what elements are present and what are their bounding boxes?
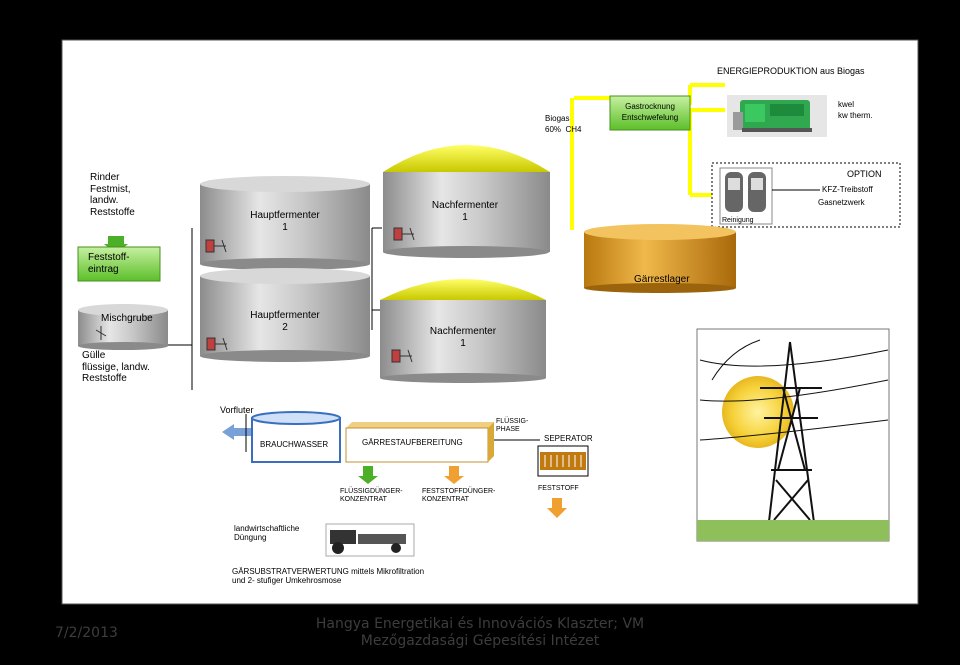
gas-generator-icon: [727, 95, 827, 137]
gaerrestlager-tank: [584, 224, 736, 293]
mischgrube-tank: [78, 304, 168, 350]
hauptfermenter-2-tank: [200, 268, 370, 362]
mixer-icon: [391, 349, 413, 363]
nachfermenter-1-tank: [383, 145, 550, 258]
energy-title-box: [700, 60, 870, 80]
fluessigduenger-arrow: [358, 466, 378, 484]
brauchwasser-basin: [251, 411, 341, 463]
gas-cleaning-icon: [719, 167, 773, 225]
mixer-icon: [205, 239, 227, 253]
tractor-icon: [325, 523, 415, 557]
separator-label: SEPERATOR: [544, 434, 593, 443]
ch4-label: 60% CH4: [545, 125, 582, 134]
feststoff-label: Feststoff- eintrag: [88, 252, 130, 275]
aufbereitung-label: GÄRRESTAUFBEREITUNG: [362, 438, 463, 447]
aufbereitung-box: [345, 422, 494, 463]
feststoff-box: [77, 246, 161, 282]
nachfermenter-1-label: Nachfermenter 1: [431, 200, 499, 223]
gas-treatment-box: [609, 95, 691, 131]
fluessigphase-label: FLÜSSIG- PHASE: [496, 418, 529, 434]
kwel-label: kwel: [838, 100, 855, 109]
vorfluter-arrow: [222, 424, 252, 440]
nachfermenter-2-tank: [380, 279, 546, 383]
connection-lines: [168, 227, 382, 390]
feststoff-label-process: FESTSTOFF: [538, 485, 579, 492]
mischgrube-label: Mischgrube: [101, 313, 153, 324]
gas-treatment-line1: Gastrocknung: [625, 102, 675, 111]
footer-org-line2: Mezőgazdasági Gépesítési Intézet: [360, 633, 600, 649]
brauchwasser-label: BRAUCHWASSER: [260, 440, 329, 449]
vorfluter-label: Vorfluter: [220, 405, 254, 415]
mixer-icon: [206, 337, 228, 351]
gas-treatment-line2: Entschwefelung: [621, 113, 679, 122]
guelle-label: Gülle flüssige, landw. Reststoffe: [82, 350, 150, 384]
energy-title: ENERGIEPRODUKTION aus Biogas: [717, 66, 865, 76]
netz-label: Gasnetzwerk: [818, 198, 865, 207]
option-title: OPTION: [847, 169, 882, 179]
kfz-label: KFZ-Treibstoff: [822, 185, 873, 194]
duengung-label: landwirtschaftliche Düngung: [234, 524, 300, 543]
hauptfermenter-1-tank: [200, 176, 370, 270]
hauptfermenter-1-label: Hauptfermenter 1: [250, 210, 320, 233]
cleaning-label: Reinigung: [722, 217, 754, 224]
rinder-label: Rinder Festmist, landw. Reststoffe: [90, 172, 135, 218]
biogas-label: Biogas: [545, 114, 570, 123]
mixer-icon: [95, 326, 107, 340]
mixer-icon: [393, 227, 415, 241]
nachfermenter-2-label: Nachfermenter 1: [429, 326, 497, 349]
fluessigduenger-label: FLÜSSIGDÜNGER- KONZENTRAT: [340, 488, 403, 504]
power-pylon-icon: [696, 328, 890, 542]
feststoffduenger-label: FESTSTOFFDÜNGER- KONZENTRAT: [422, 488, 496, 504]
footer-date: 7/2/2013: [55, 625, 118, 641]
gas-pipes: [570, 83, 725, 230]
verwertung-label: GÄRSUBSTRATVERWERTUNG mittels Mikrofiltr…: [232, 567, 425, 586]
hauptfermenter-2-label: Hauptfermenter 2: [250, 310, 320, 333]
gaerrestlager-label: Gärrestlager: [634, 274, 690, 285]
footer-org-line1: Hangya Energetikai és Innovációs Klaszte…: [315, 616, 645, 632]
separator-icon: [537, 445, 589, 477]
feststoff-arrow-down: [547, 498, 567, 518]
feststoffduenger-arrow: [444, 466, 464, 484]
option-box: [711, 162, 901, 228]
kwtherm-label: kw therm.: [838, 111, 873, 120]
